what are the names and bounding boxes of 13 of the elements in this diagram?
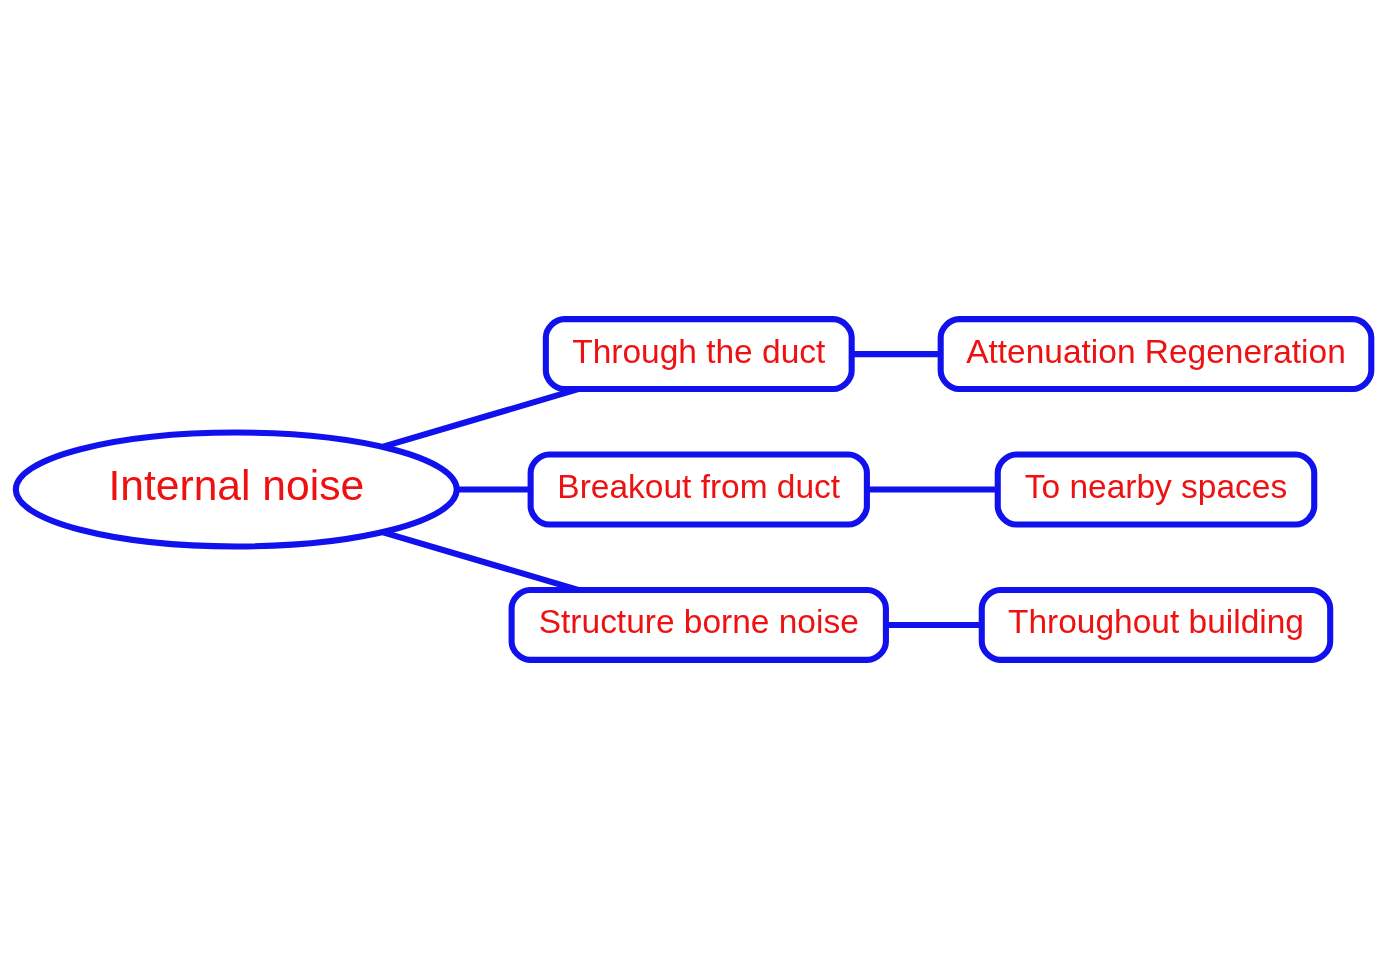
connector <box>852 350 941 357</box>
node-box: Structure borne noise <box>508 586 889 663</box>
node-box: Attenuation Regeneration <box>937 315 1375 392</box>
connector <box>886 621 982 628</box>
node-box: Through the duct <box>542 315 855 392</box>
node-box: Breakout from duct <box>527 450 870 528</box>
node-box: Throughout building <box>978 586 1334 663</box>
connector <box>867 485 998 493</box>
node-box: To nearby spaces <box>994 450 1318 528</box>
node-ellipse: Internal noise <box>12 428 460 550</box>
connector <box>382 385 580 450</box>
connector <box>382 528 580 593</box>
connector <box>457 485 531 493</box>
